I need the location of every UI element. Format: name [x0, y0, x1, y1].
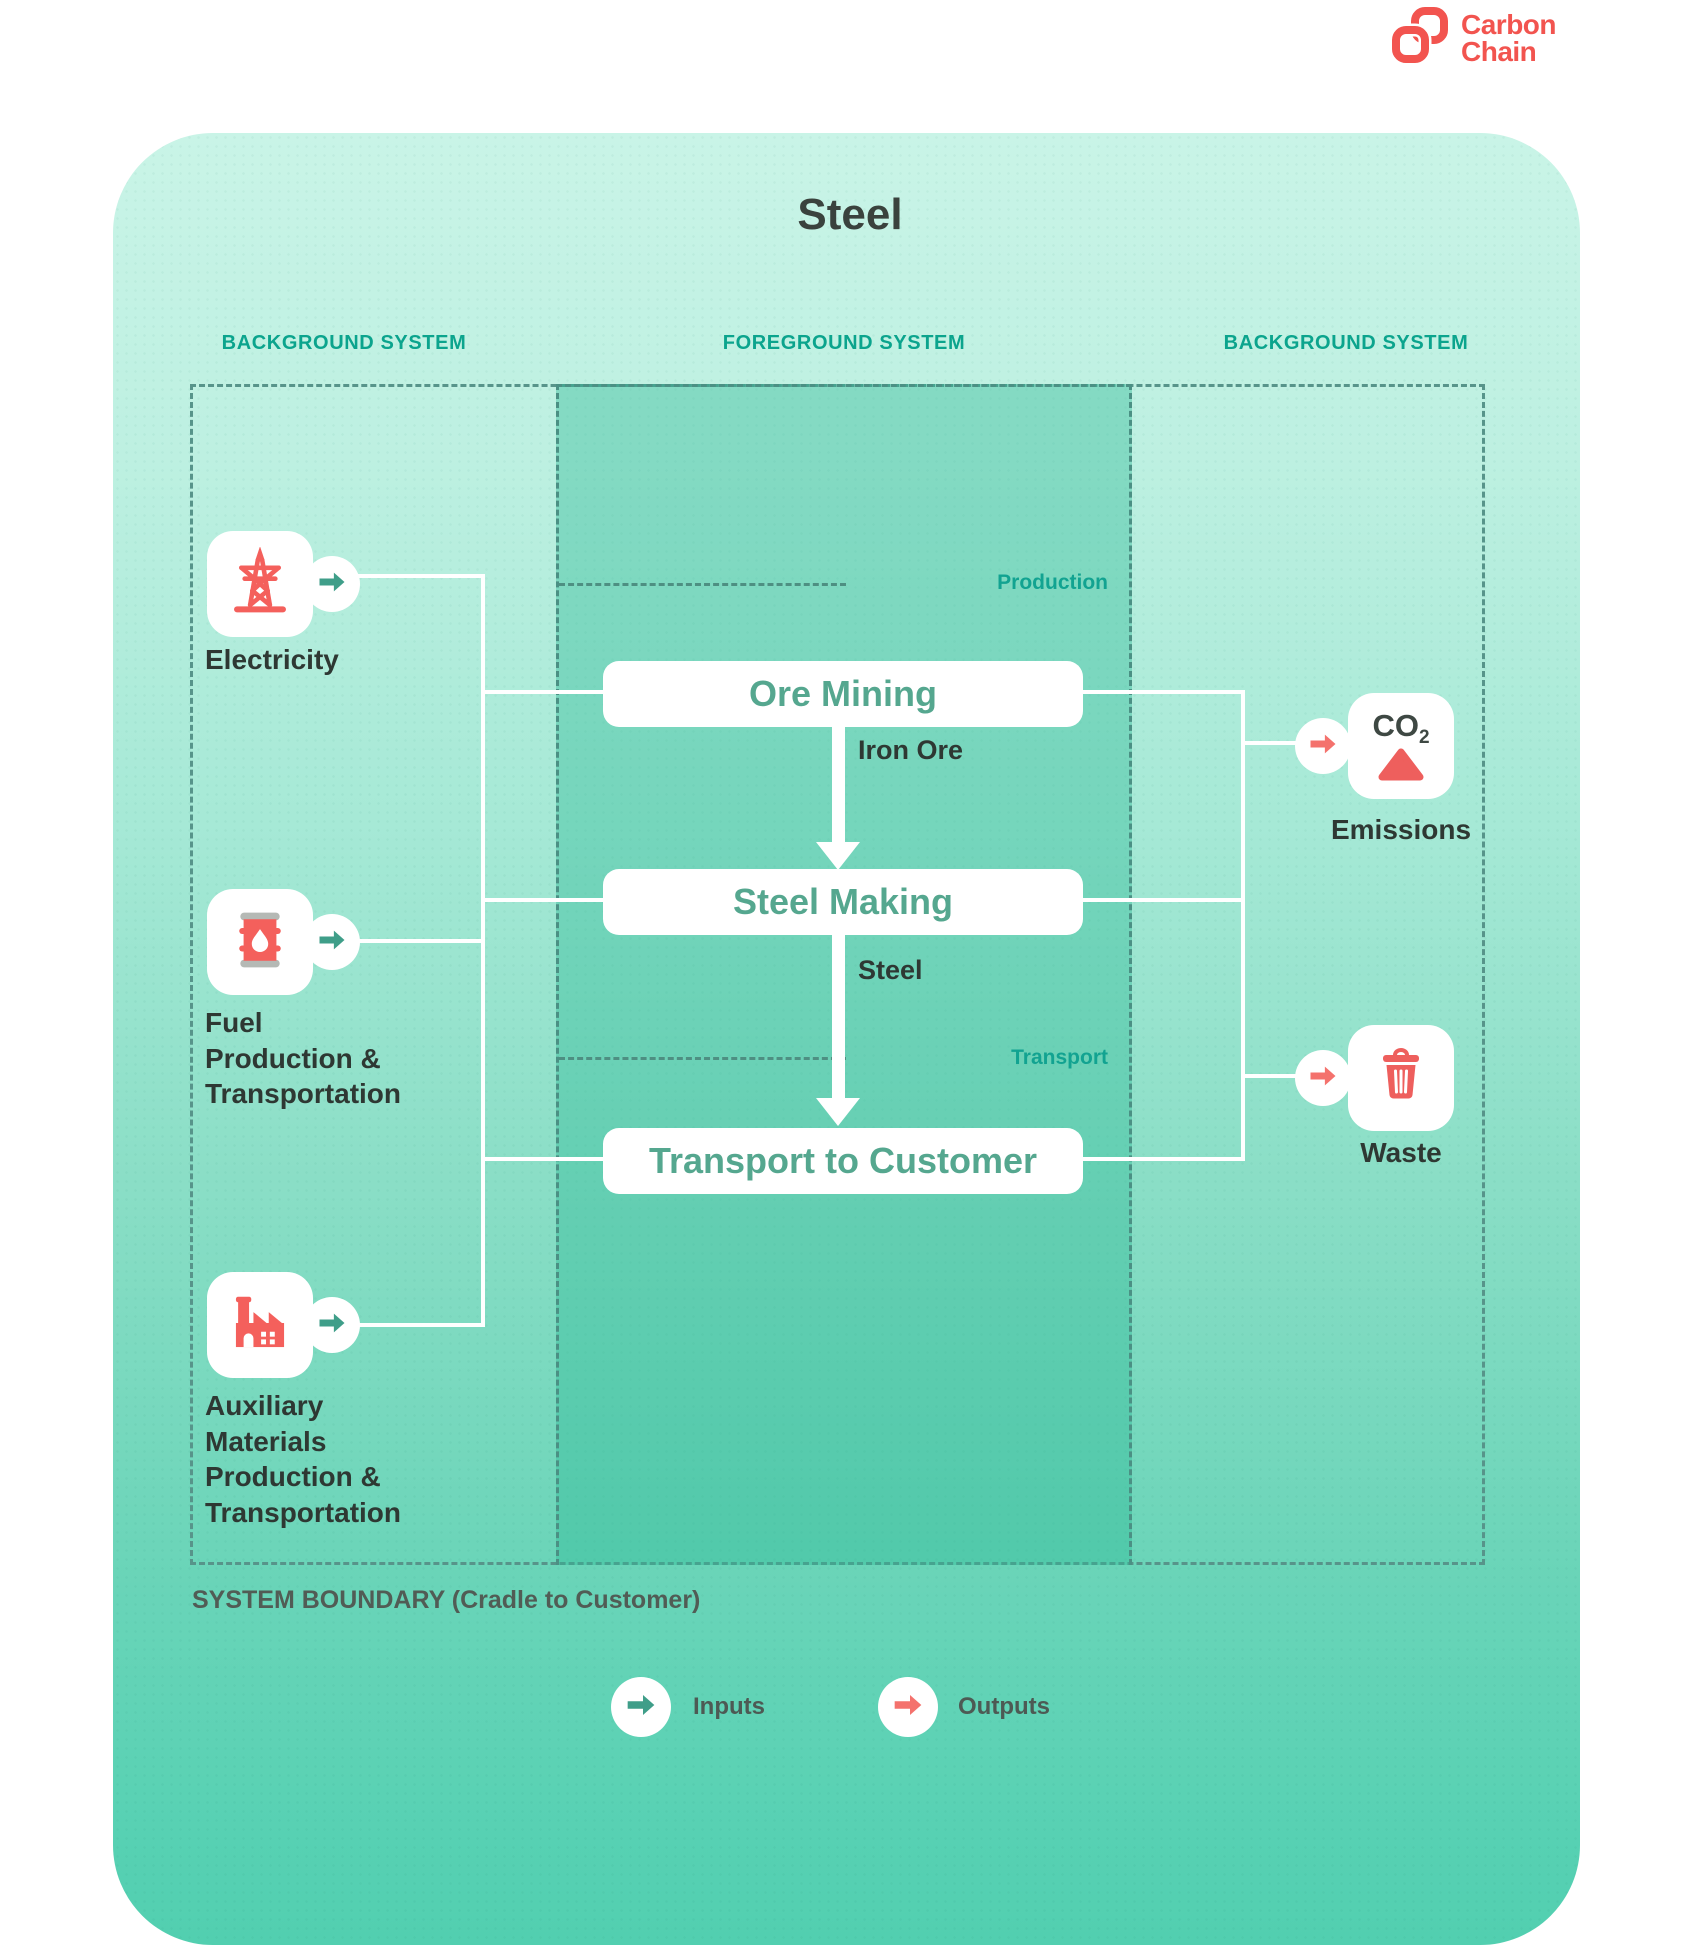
- output-card-waste: [1348, 1025, 1454, 1131]
- input-label-fuel: Fuel Production & Transportation: [205, 1007, 402, 1110]
- connector-line-fuel: [352, 939, 483, 943]
- logo-chain-text: Chain: [1461, 35, 1537, 67]
- input-label-auxiliary-materials: Auxiliary Materials Production & Transpo…: [205, 1390, 402, 1528]
- logo-carbon-text: Carbon: [1461, 8, 1557, 40]
- co2-icon: CO2: [1372, 708, 1430, 781]
- flow-label-steel: Steel: [858, 955, 923, 985]
- system-boundary-label: SYSTEM BOUNDARY (Cradle to Customer): [192, 1586, 701, 1614]
- input-arrow-icon: [625, 1689, 657, 1726]
- production-separator-line: [559, 583, 846, 586]
- transport-phase-label: Transport: [1011, 1046, 1108, 1069]
- logo-wordmark: Carbon Chain: [1461, 8, 1557, 67]
- input-arrow-icon: [317, 925, 347, 960]
- section-label-foreground: FOREGROUND SYSTEM: [722, 332, 966, 354]
- process-label-steel-making: Steel Making: [732, 881, 954, 922]
- connector-line-electricity: [352, 574, 483, 578]
- process-node-steel-making: Steel Making: [603, 869, 1083, 935]
- process-label-transport-to-customer: Transport to Customer: [648, 1140, 1038, 1181]
- output-label-emissions: Emissions: [1330, 814, 1472, 845]
- connector-line-transport-out: [1078, 1157, 1245, 1161]
- section-label-background-right: BACKGROUND SYSTEM: [1223, 332, 1469, 354]
- connector-line-emissions: [1241, 741, 1299, 745]
- output-arrow-icon: [1308, 729, 1338, 764]
- flow-arrowhead-iron-ore: [816, 842, 860, 870]
- process-node-transport-to-customer: Transport to Customer: [603, 1128, 1083, 1194]
- output-arrow-icon: [892, 1689, 924, 1726]
- connector-line-to-steel-making: [481, 898, 606, 902]
- transport-separator-line: [559, 1057, 846, 1060]
- input-card-auxiliary-materials: [207, 1272, 313, 1378]
- input-label-electricity: Electricity: [205, 644, 339, 675]
- production-phase-label: Production: [997, 571, 1108, 594]
- chain-link-icon: [1389, 6, 1449, 69]
- process-node-ore-mining: Ore Mining: [603, 661, 1083, 727]
- input-card-fuel: [207, 889, 313, 995]
- factory-icon: [225, 1288, 295, 1363]
- legend-inputs-label: Inputs: [693, 1693, 765, 1720]
- section-label-background-left: BACKGROUND SYSTEM: [221, 332, 467, 354]
- connector-line-ore-out: [1078, 690, 1245, 694]
- input-arrow-icon: [317, 567, 347, 602]
- process-label-ore-mining: Ore Mining: [749, 673, 937, 714]
- output-label-waste: Waste: [1360, 1137, 1442, 1168]
- flow-label-iron-ore: Iron Ore: [858, 735, 964, 765]
- trash-icon: [1369, 1044, 1433, 1113]
- legend-outputs-label: Outputs: [958, 1693, 1050, 1720]
- flow-arrow-iron-ore: [832, 727, 845, 844]
- connector-line-waste: [1241, 1074, 1299, 1078]
- output-card-emissions: CO2: [1348, 693, 1454, 799]
- legend-outputs-badge: [878, 1677, 938, 1737]
- output-arrow-icon: [1308, 1061, 1338, 1096]
- connector-line-auxiliary: [352, 1323, 483, 1327]
- flow-arrowhead-steel: [816, 1098, 860, 1126]
- page-title: Steel: [797, 190, 903, 239]
- connector-line-steel-out: [1078, 898, 1245, 902]
- input-arrow-badge-fuel: [304, 914, 360, 970]
- fuel-barrel-icon: [225, 905, 295, 980]
- brand-logo: Carbon Chain: [1389, 6, 1557, 69]
- input-arrow-badge-auxiliary: [304, 1297, 360, 1353]
- connector-line-to-transport: [481, 1157, 606, 1161]
- co2-triangle: [1378, 748, 1424, 781]
- connector-bus-left: [481, 574, 485, 1327]
- legend-inputs-badge: [611, 1677, 671, 1737]
- diagram-card: [113, 133, 1580, 1945]
- electricity-pylon-icon: [225, 545, 295, 622]
- output-arrow-badge-emissions: [1295, 718, 1351, 774]
- output-arrow-badge-waste: [1295, 1050, 1351, 1106]
- flow-arrow-steel: [832, 935, 845, 1100]
- input-arrow-badge-electricity: [304, 556, 360, 612]
- input-arrow-icon: [317, 1308, 347, 1343]
- input-card-electricity: [207, 531, 313, 637]
- connector-line-to-ore-mining: [481, 690, 606, 694]
- co2-text: CO2: [1372, 708, 1430, 749]
- connector-bus-right: [1241, 690, 1245, 1161]
